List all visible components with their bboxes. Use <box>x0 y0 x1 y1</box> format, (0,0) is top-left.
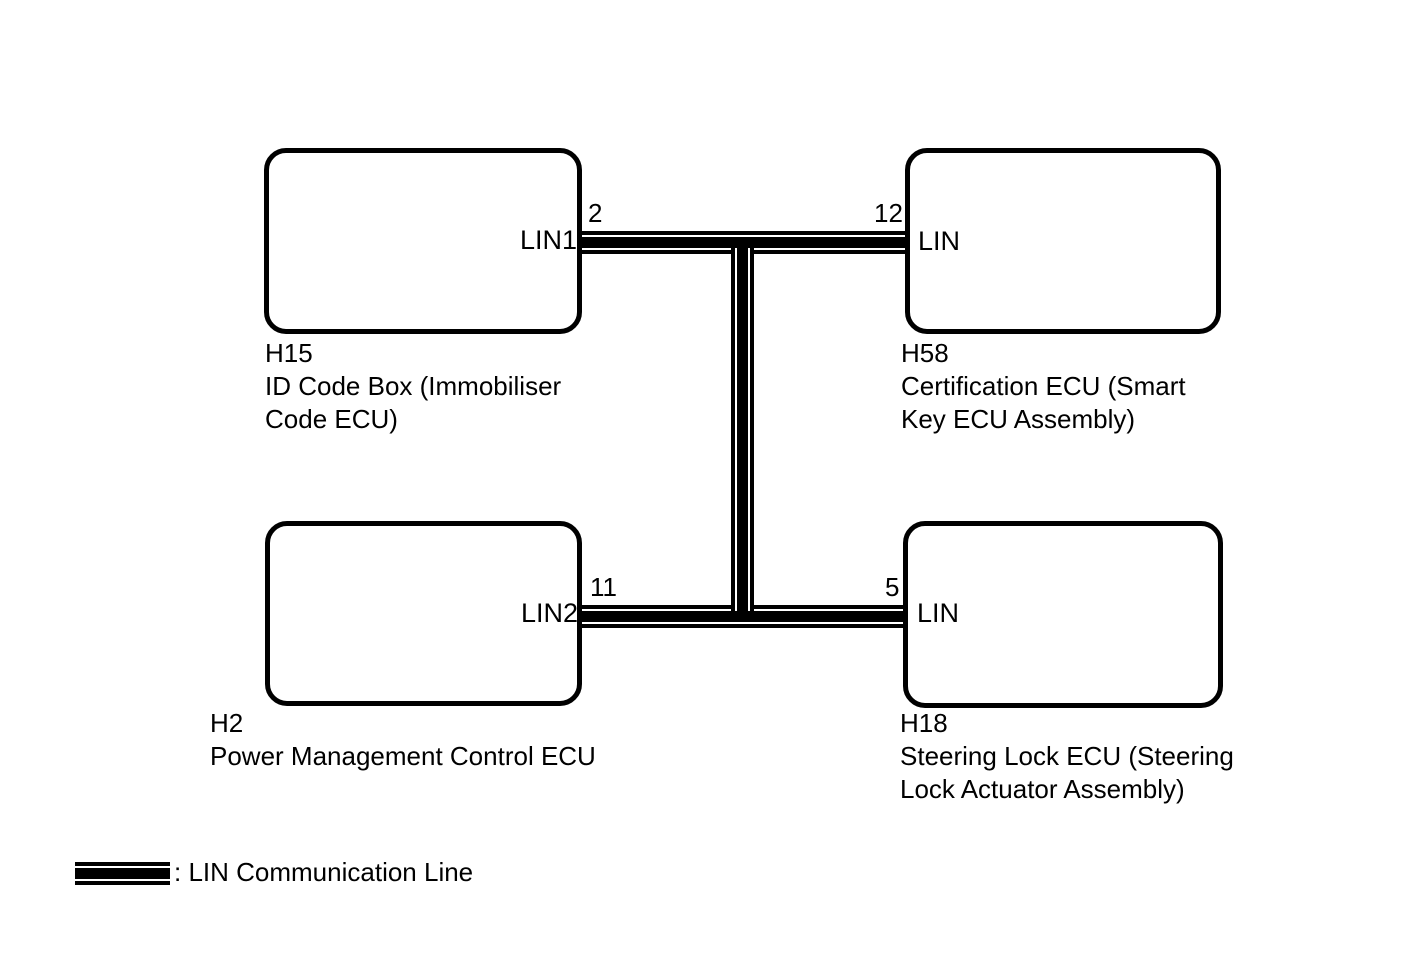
legend-label: : LIN Communication Line <box>174 857 474 887</box>
node-name-line: ID Code Box (Immobiliser <box>265 371 562 401</box>
node-name-line: Lock Actuator Assembly) <box>900 774 1185 804</box>
port-label-h15-lin1: LIN1 <box>519 225 577 255</box>
node-caption-h18: H18 Steering Lock ECU (Steering Lock Act… <box>900 707 1234 806</box>
node-name-line: Certification ECU (Smart <box>901 371 1186 401</box>
node-name-line: Code ECU) <box>265 404 398 434</box>
node-code: H18 <box>900 708 948 738</box>
ecu-box-h2 <box>265 521 582 706</box>
pin-number-h58: 12 <box>874 198 903 228</box>
node-code: H58 <box>901 338 949 368</box>
lin-wire-bottom <box>578 605 907 628</box>
node-code: H2 <box>210 708 244 738</box>
pin-number-h2: 11 <box>590 572 617 602</box>
node-caption-h2: H2 Power Management Control ECU <box>210 707 596 773</box>
lin-wire-top <box>578 231 909 254</box>
node-name-line: Power Management Control ECU <box>210 741 596 771</box>
port-label-h58-lin: LIN <box>918 226 961 256</box>
node-caption-h15: H15 ID Code Box (Immobiliser Code ECU) <box>265 337 561 436</box>
node-code: H15 <box>265 338 313 368</box>
port-label-h2-lin2: LIN2 <box>520 598 578 628</box>
ecu-box-h18 <box>903 521 1223 708</box>
node-caption-h58: H58 Certification ECU (Smart Key ECU Ass… <box>901 337 1186 436</box>
lin-line-legend-swatch <box>75 862 170 885</box>
node-name-line: Steering Lock ECU (Steering <box>900 741 1234 771</box>
lin-wire-trunk <box>731 248 754 611</box>
port-label-h18-lin: LIN <box>917 598 960 628</box>
pin-number-h18: 5 <box>885 572 900 602</box>
ecu-box-h58 <box>905 148 1221 334</box>
node-name-line: Key ECU Assembly) <box>901 404 1136 434</box>
ecu-box-h15 <box>264 148 582 334</box>
pin-number-h15: 2 <box>588 198 603 228</box>
